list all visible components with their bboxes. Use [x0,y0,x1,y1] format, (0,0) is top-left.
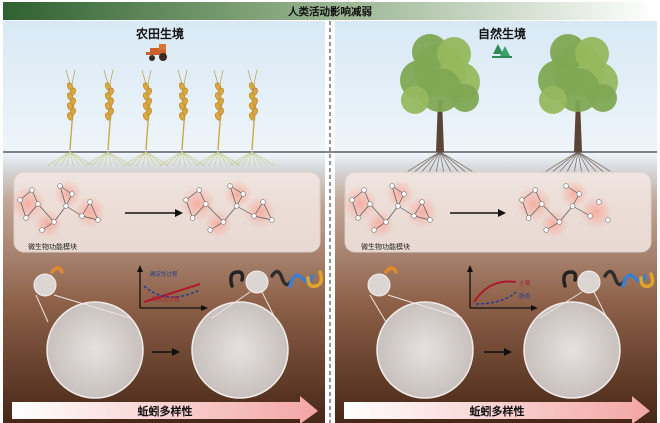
farmland-module-label: 微生物功能模块 [28,242,77,251]
farmland-network-right [180,180,276,238]
farmland-circle-left [46,301,144,399]
natural-network-left [342,180,438,238]
wheat-plant [159,69,205,167]
farmland-bottom-arrow [12,396,318,423]
top-gradient-bar [3,2,657,20]
farmland-inset-curve-red [143,283,201,303]
wheat-plants [47,69,275,167]
tractor-icon [146,44,167,61]
farmland-module-arrow [125,209,183,217]
farmland-earthworms [50,266,324,289]
natural-circle-left [376,301,474,399]
natural-inset-label-gut: 肠道 [519,292,531,300]
natural-module-label: 微生物功能模块 [361,242,410,251]
wheat-plant [123,69,169,167]
natural-inset-label-soil: 土壤 [519,279,531,287]
wheat-plant [85,69,131,167]
farmland-bottom-label: 蚯蚓多样性 [138,404,193,418]
natural-circle-arrow [484,348,512,356]
trees [400,34,618,175]
top-title: 人类活动影响减弱 [288,5,372,18]
wheat-plant [229,69,275,167]
natural-title: 自然生境 [478,26,526,41]
farmland-inset-label-stochastic: 随机性过程 [152,295,180,303]
natural-inset-curve-red [473,280,517,303]
top-bar-arrowhead [648,1,660,21]
tree [538,34,618,175]
forest-icon [492,44,512,58]
farmland-circle-arrow [152,348,180,356]
farmland-circle-right [191,301,289,399]
natural-inset-chart: 土壤 肠道 [467,265,538,311]
natural-module-arrow [450,209,506,217]
farmland-inset-chart: 确定性过程 随机性过程 [137,265,208,311]
wheat-plant [47,69,93,167]
farmland-zoom [33,270,275,323]
natural-zoom [367,270,607,323]
farmland-network-left [10,180,106,238]
natural-network-right [516,180,612,238]
wheat-plant [195,69,241,167]
farmland-title: 农田生境 [135,26,184,41]
farmland-inset-curve-blue [143,285,201,298]
natural-bottom-arrow [344,396,650,423]
natural-circle-right [523,301,621,399]
natural-earthworms [384,266,655,289]
farmland-inset-label-deterministic: 确定性过程 [150,270,178,278]
natural-bottom-label: 蚯蚓多样性 [470,404,525,418]
